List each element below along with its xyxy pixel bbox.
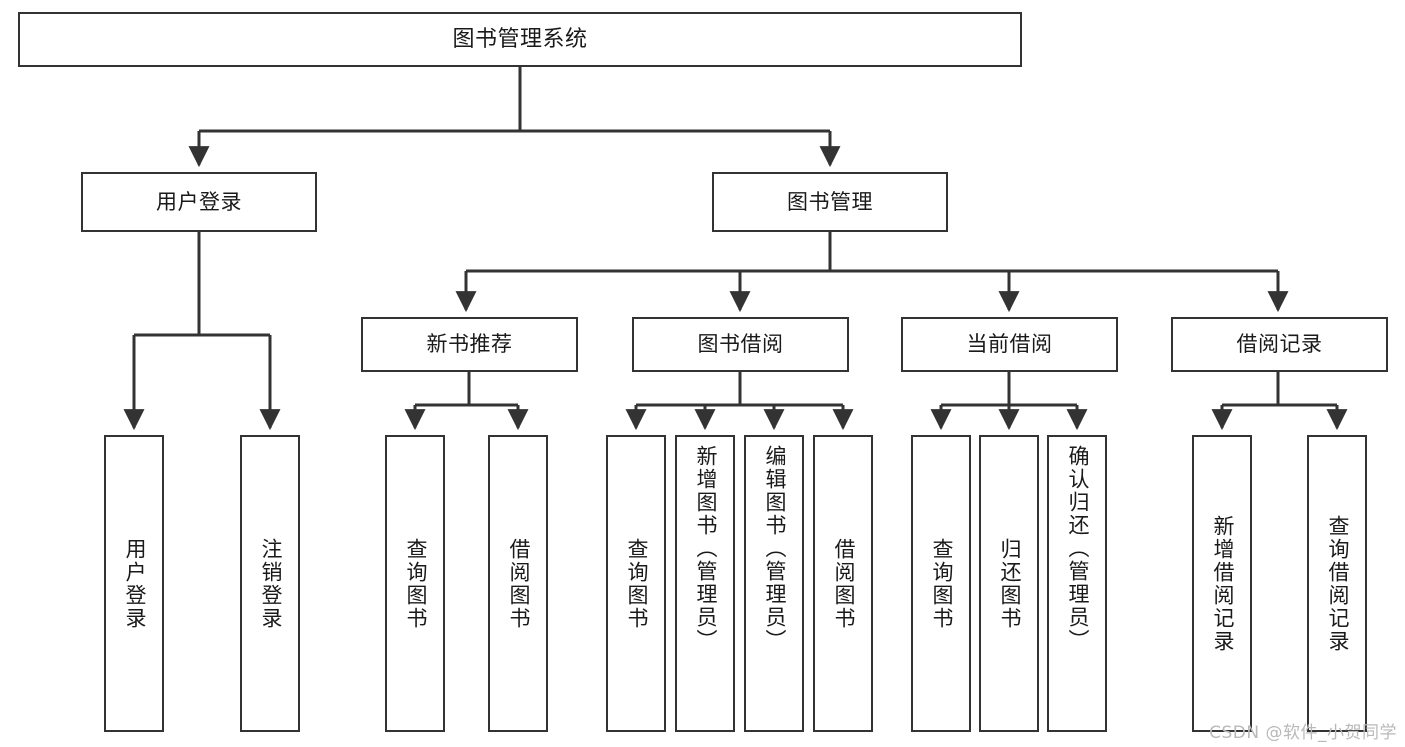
- node-label: 编辑图书（管理员）: [762, 445, 787, 652]
- node-book-management[interactable]: 图书管理: [712, 172, 948, 232]
- node-label: 借阅图书: [831, 537, 856, 630]
- node-label: 图书借阅: [697, 332, 784, 357]
- node-leaf-borrow-book-recommend[interactable]: 借阅图书: [488, 435, 548, 732]
- node-book-borrow[interactable]: 图书借阅: [632, 317, 849, 372]
- node-leaf-user-login[interactable]: 用户登录: [104, 435, 164, 732]
- node-label: 注销登录: [258, 537, 283, 630]
- node-leaf-logout[interactable]: 注销登录: [240, 435, 300, 732]
- node-label: 查询借阅记录: [1325, 514, 1350, 653]
- node-label: 借阅记录: [1236, 332, 1323, 357]
- node-label: 新增借阅记录: [1210, 514, 1235, 653]
- node-leaf-add-borrow-record[interactable]: 新增借阅记录: [1192, 435, 1252, 732]
- node-leaf-confirm-return-admin[interactable]: 确认归还（管理员）: [1047, 435, 1107, 732]
- node-label: 图书管理: [787, 189, 873, 214]
- node-root-system[interactable]: 图书管理系统: [18, 12, 1022, 67]
- node-label: 借阅图书: [506, 537, 531, 630]
- node-leaf-query-book-current[interactable]: 查询图书: [911, 435, 971, 732]
- csdn-watermark: CSDN @软件_小贺同学: [1209, 723, 1397, 743]
- node-leaf-edit-book-admin[interactable]: 编辑图书（管理员）: [744, 435, 804, 732]
- node-leaf-query-borrow-record[interactable]: 查询借阅记录: [1307, 435, 1367, 732]
- node-label: 当前借阅: [966, 332, 1053, 357]
- node-label: 确认归还（管理员）: [1065, 445, 1090, 652]
- node-label: 图书管理系统: [452, 26, 588, 52]
- node-user-login[interactable]: 用户登录: [81, 172, 317, 232]
- node-label: 用户登录: [156, 189, 242, 214]
- node-label: 用户登录: [122, 537, 147, 630]
- node-leaf-add-book-admin[interactable]: 新增图书（管理员）: [675, 435, 735, 732]
- node-current-borrow[interactable]: 当前借阅: [901, 317, 1118, 372]
- node-label: 查询图书: [624, 537, 649, 630]
- node-label: 新增图书（管理员）: [693, 445, 718, 652]
- node-label: 归还图书: [997, 537, 1022, 630]
- node-leaf-borrow-book[interactable]: 借阅图书: [813, 435, 873, 732]
- node-borrow-record[interactable]: 借阅记录: [1171, 317, 1388, 372]
- node-leaf-query-book-recommend[interactable]: 查询图书: [385, 435, 445, 732]
- node-label: 查询图书: [403, 537, 428, 630]
- node-new-book-recommend[interactable]: 新书推荐: [361, 317, 578, 372]
- node-leaf-query-book-borrow[interactable]: 查询图书: [606, 435, 666, 732]
- node-label: 查询图书: [929, 537, 954, 630]
- node-leaf-return-book[interactable]: 归还图书: [979, 435, 1039, 732]
- node-label: 新书推荐: [426, 332, 513, 357]
